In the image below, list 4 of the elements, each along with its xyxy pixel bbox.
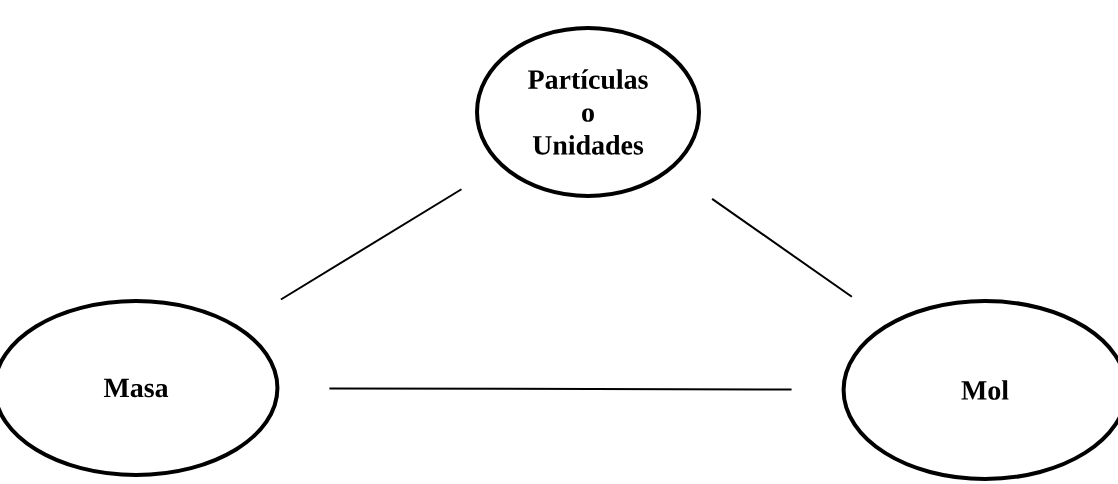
ellipse-node: Partículas o Unidades — [475, 26, 701, 198]
connector-line — [711, 197, 853, 298]
connector-line — [279, 188, 463, 301]
connector-line — [328, 387, 793, 391]
